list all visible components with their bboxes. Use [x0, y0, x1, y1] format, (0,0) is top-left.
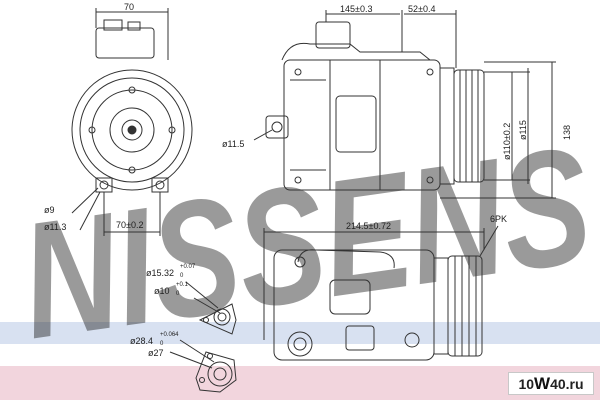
leader-line [179, 339, 215, 363]
front-bolt [88, 126, 96, 134]
front-hub-bore [121, 119, 143, 141]
watermark-band-blue [0, 322, 600, 344]
belt-type: 6PK [490, 214, 507, 224]
dim-suction-bore-tol-up: +0.1 [176, 282, 189, 288]
front-lug-hole [155, 180, 165, 190]
leader-line [479, 225, 499, 257]
dim-discharge-dia: ø28.4 [130, 336, 153, 346]
front-disc-mid [79, 77, 185, 183]
front-hub [109, 107, 155, 153]
front-disc-outer [71, 69, 193, 191]
front-connector-b [127, 21, 141, 31]
leader-line [185, 281, 219, 309]
badge-letter: W [534, 373, 551, 393]
dim-total-height: 138 [562, 125, 572, 140]
front-connector [103, 19, 123, 31]
bottom-pipe [297, 249, 395, 269]
dim-bolt-dia: ø9 [44, 205, 55, 215]
dim-discharge-bore: ø27 [148, 348, 164, 358]
side-mount-bore [271, 121, 283, 133]
bottom-block [329, 279, 371, 315]
dim-suction-tol-up: +0.07 [180, 264, 196, 270]
discharge-port-inner [213, 367, 227, 381]
side-mount-boss [265, 115, 289, 139]
dim-suction-tol-dn: 0 [180, 273, 184, 279]
dim-pulley-110: ø110±0.2 [502, 123, 512, 160]
dim-suction-bore: ø10 [154, 286, 170, 296]
side-bolt [426, 68, 434, 76]
front-bolt [168, 126, 176, 134]
suction-port-detail [185, 281, 237, 335]
dim-suction-bore-tol-dn: 0 [176, 291, 180, 297]
side-connector [315, 21, 351, 49]
leader-line [79, 191, 101, 231]
bottom-port [287, 331, 313, 357]
discharge-port-detail [169, 339, 237, 393]
front-top-housing [95, 27, 155, 59]
discharge-bolt-hole [199, 377, 205, 383]
side-bolt [294, 68, 302, 76]
badge-suffix: 40.ru [550, 375, 584, 392]
side-bolt [294, 176, 302, 184]
leader-line [253, 129, 273, 141]
side-pulley [453, 69, 485, 183]
dim-bore-dia: ø11.5 [222, 139, 244, 149]
bottom-port-inner [293, 337, 307, 351]
front-lug-hole [99, 180, 109, 190]
dim-mount-dia: ø11.3 [44, 222, 66, 232]
bottom-boss [345, 325, 375, 351]
suction-port-outer [213, 308, 231, 326]
side-center-block [335, 95, 377, 153]
front-bolt [128, 86, 136, 94]
dim-discharge-tol-up: +0.064 [160, 332, 179, 338]
side-bolt [426, 176, 434, 184]
dim-body-length: 145±0.3 [340, 4, 372, 14]
side-view [253, 10, 556, 199]
dim-suction-dia: ø15.32 [146, 268, 174, 278]
bottom-fitting [294, 256, 306, 268]
dim-discharge-tol-dn: 0 [160, 341, 164, 347]
front-view [71, 8, 193, 236]
watermark-band-pink [0, 366, 600, 400]
dim-pulley-offset: 52±0.4 [408, 4, 435, 14]
discharge-bolt-hole [207, 353, 213, 359]
side-top-contour [281, 42, 431, 61]
dim-total-length: 214.5±0.72 [346, 221, 391, 231]
front-hub-center [127, 125, 137, 135]
leader-line [71, 187, 99, 214]
badge-prefix: 10 [518, 375, 535, 392]
front-bolt [128, 166, 136, 174]
suction-bolt-hole [203, 317, 209, 323]
front-disc-inner [91, 89, 173, 171]
dim-mount-width: 70±0.2 [116, 220, 143, 230]
discharge-flange [195, 351, 237, 393]
discharge-port-outer [207, 361, 233, 387]
dim-pulley-115: ø115 [518, 120, 528, 140]
leader-line [169, 351, 213, 369]
leader-line [193, 297, 221, 314]
bottom-bolt [404, 332, 420, 348]
dim-front-width: 70 [124, 2, 134, 12]
bottom-pulley [447, 255, 483, 357]
bottom-view [263, 225, 499, 361]
suction-port-inner [217, 312, 227, 322]
